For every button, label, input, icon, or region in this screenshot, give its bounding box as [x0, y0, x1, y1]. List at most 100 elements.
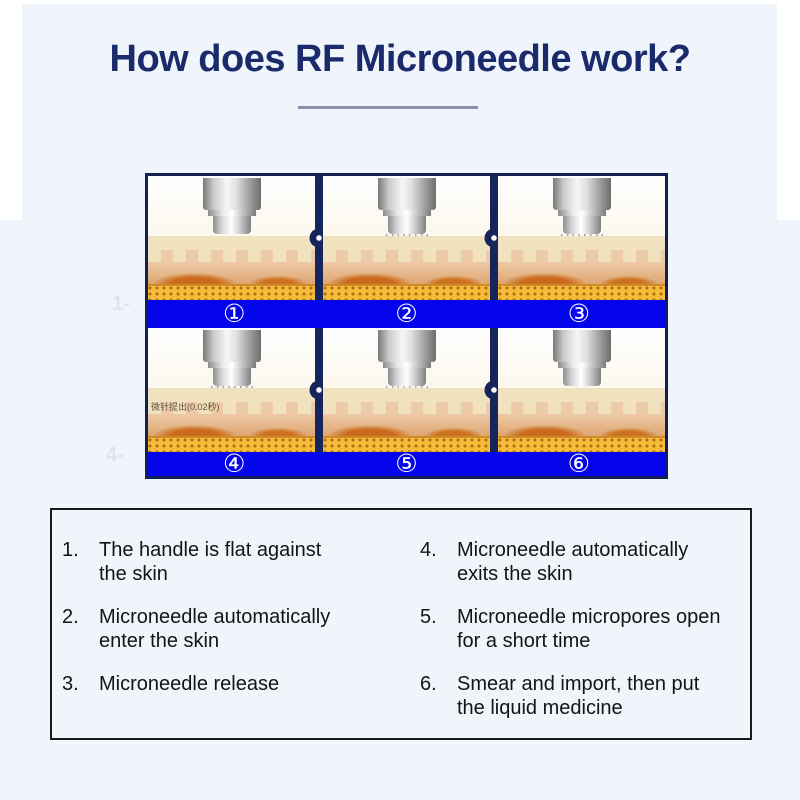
dermis-layer — [148, 414, 315, 436]
step-text: Microneedle automatically exits the skin — [457, 539, 689, 585]
step-number: 3. — [62, 673, 79, 695]
epidermis-layer — [498, 236, 665, 250]
diagram-panel-3 — [498, 176, 665, 300]
handpiece-illustration — [377, 178, 436, 234]
handpiece-illustration — [202, 178, 261, 234]
handpiece-body — [202, 330, 261, 362]
subcutaneous-layer — [498, 284, 665, 300]
step-item-3: 3. Microneedle release — [62, 672, 420, 696]
handpiece-illustration — [552, 330, 611, 386]
handpiece-body — [202, 178, 261, 210]
subcutaneous-layer — [323, 436, 490, 452]
step-number: 6. — [420, 673, 437, 695]
handpiece-ring — [557, 362, 606, 368]
subcutaneous-layer — [148, 436, 315, 452]
handpiece-tip — [387, 216, 426, 234]
handpiece-illustration — [377, 330, 436, 386]
step-item-6: 6. Smear and import, then put the liquid… — [420, 672, 750, 720]
watermark-row2: 4- — [106, 444, 124, 466]
handpiece-ring — [382, 362, 431, 368]
epidermis-layer — [323, 388, 490, 402]
handpiece-ring — [557, 210, 606, 216]
step-text: Smear and import, then put the liquid me… — [457, 673, 700, 719]
handpiece-illustration — [202, 330, 261, 386]
number-bar-row-1: ① ② ③ — [148, 300, 665, 328]
skin-illustration — [323, 236, 490, 300]
handpiece-tip — [562, 368, 601, 386]
step-text: Microneedle automatically enter the skin — [99, 606, 331, 652]
panel-number-4: ④ — [222, 449, 246, 478]
title-underline — [298, 106, 478, 109]
step-number: 1. — [62, 539, 79, 561]
step-item-1: 1. The handle is flat against the skin — [62, 538, 420, 586]
dermis-layer — [498, 262, 665, 284]
skin-illustration — [498, 236, 665, 300]
handpiece-tip — [212, 368, 251, 386]
watermark-row1: 1- — [112, 293, 130, 315]
subcutaneous-layer — [323, 284, 490, 300]
epidermis-layer — [148, 236, 315, 250]
number-bar-row-2: ④ ⑤ ⑥ — [148, 449, 665, 478]
handpiece-tip — [212, 216, 251, 234]
steps-box: 1. The handle is flat against the skin 2… — [50, 508, 752, 740]
step-text: Microneedle micropores open for a short … — [457, 606, 721, 652]
panel-divider — [309, 328, 329, 452]
diagram-panel-5 — [323, 328, 490, 452]
step-item-5: 5. Microneedle micropores open for a sho… — [420, 605, 750, 653]
handpiece-tip — [387, 368, 426, 386]
handpiece-body — [552, 178, 611, 210]
panel-4-caption: 微针提出(0.02秒) — [151, 402, 220, 412]
epidermis-layer — [148, 388, 315, 402]
step-number: 4. — [420, 539, 437, 561]
subcutaneous-layer — [498, 436, 665, 452]
skin-illustration — [498, 388, 665, 452]
skin-illustration — [323, 388, 490, 452]
handpiece-body — [377, 178, 436, 210]
dermis-layer — [323, 414, 490, 436]
handpiece-ring — [207, 362, 256, 368]
diagram-panel-4: 微针提出(0.02秒) — [148, 328, 315, 452]
step-text: The handle is flat against the skin — [99, 539, 322, 585]
steps-column-right: 4. Microneedle automatically exits the s… — [420, 538, 750, 738]
epidermis-ridges — [323, 402, 490, 414]
epidermis-ridges — [498, 402, 665, 414]
epidermis-layer — [323, 236, 490, 250]
panel-divider — [484, 328, 504, 452]
panel-number-5: ⑤ — [395, 449, 418, 478]
step-number: 5. — [420, 606, 437, 628]
steps-column-left: 1. The handle is flat against the skin 2… — [62, 538, 420, 738]
handpiece-illustration — [552, 178, 611, 234]
step-item-4: 4. Microneedle automatically exits the s… — [420, 538, 750, 586]
skin-illustration — [148, 388, 315, 452]
epidermis-ridges — [148, 402, 315, 414]
handpiece-body — [552, 330, 611, 362]
subcutaneous-layer — [148, 284, 315, 300]
diagram-panel-2 — [323, 176, 490, 300]
step-number: 2. — [62, 606, 79, 628]
step-item-2: 2. Microneedle automatically enter the s… — [62, 605, 420, 653]
panel-divider — [484, 176, 504, 300]
dermis-layer — [148, 262, 315, 284]
handpiece-ring — [382, 210, 431, 216]
diagram-row-1 — [148, 176, 665, 300]
diagram-panel-1 — [148, 176, 315, 300]
dermis-layer — [498, 414, 665, 436]
skin-illustration — [148, 236, 315, 300]
handpiece-body — [377, 330, 436, 362]
page-title: How does RF Microneedle work? — [109, 38, 691, 80]
epidermis-ridges — [323, 250, 490, 262]
diagram-panel-6 — [498, 328, 665, 452]
panel-number-2: ② — [395, 299, 418, 328]
panel-number-6: ⑥ — [567, 449, 591, 478]
microneedle-process-diagram: ① ② ③ 微针提出(0.02秒) — [145, 173, 668, 479]
epidermis-ridges — [498, 250, 665, 262]
panel-divider — [309, 176, 329, 300]
epidermis-layer — [498, 388, 665, 402]
dermis-layer — [323, 262, 490, 284]
handpiece-ring — [207, 210, 256, 216]
handpiece-tip — [562, 216, 601, 234]
panel-number-1: ① — [222, 299, 246, 328]
panel-number-3: ③ — [567, 299, 591, 328]
epidermis-ridges — [148, 250, 315, 262]
diagram-row-2: 微针提出(0.02秒) — [148, 328, 665, 452]
